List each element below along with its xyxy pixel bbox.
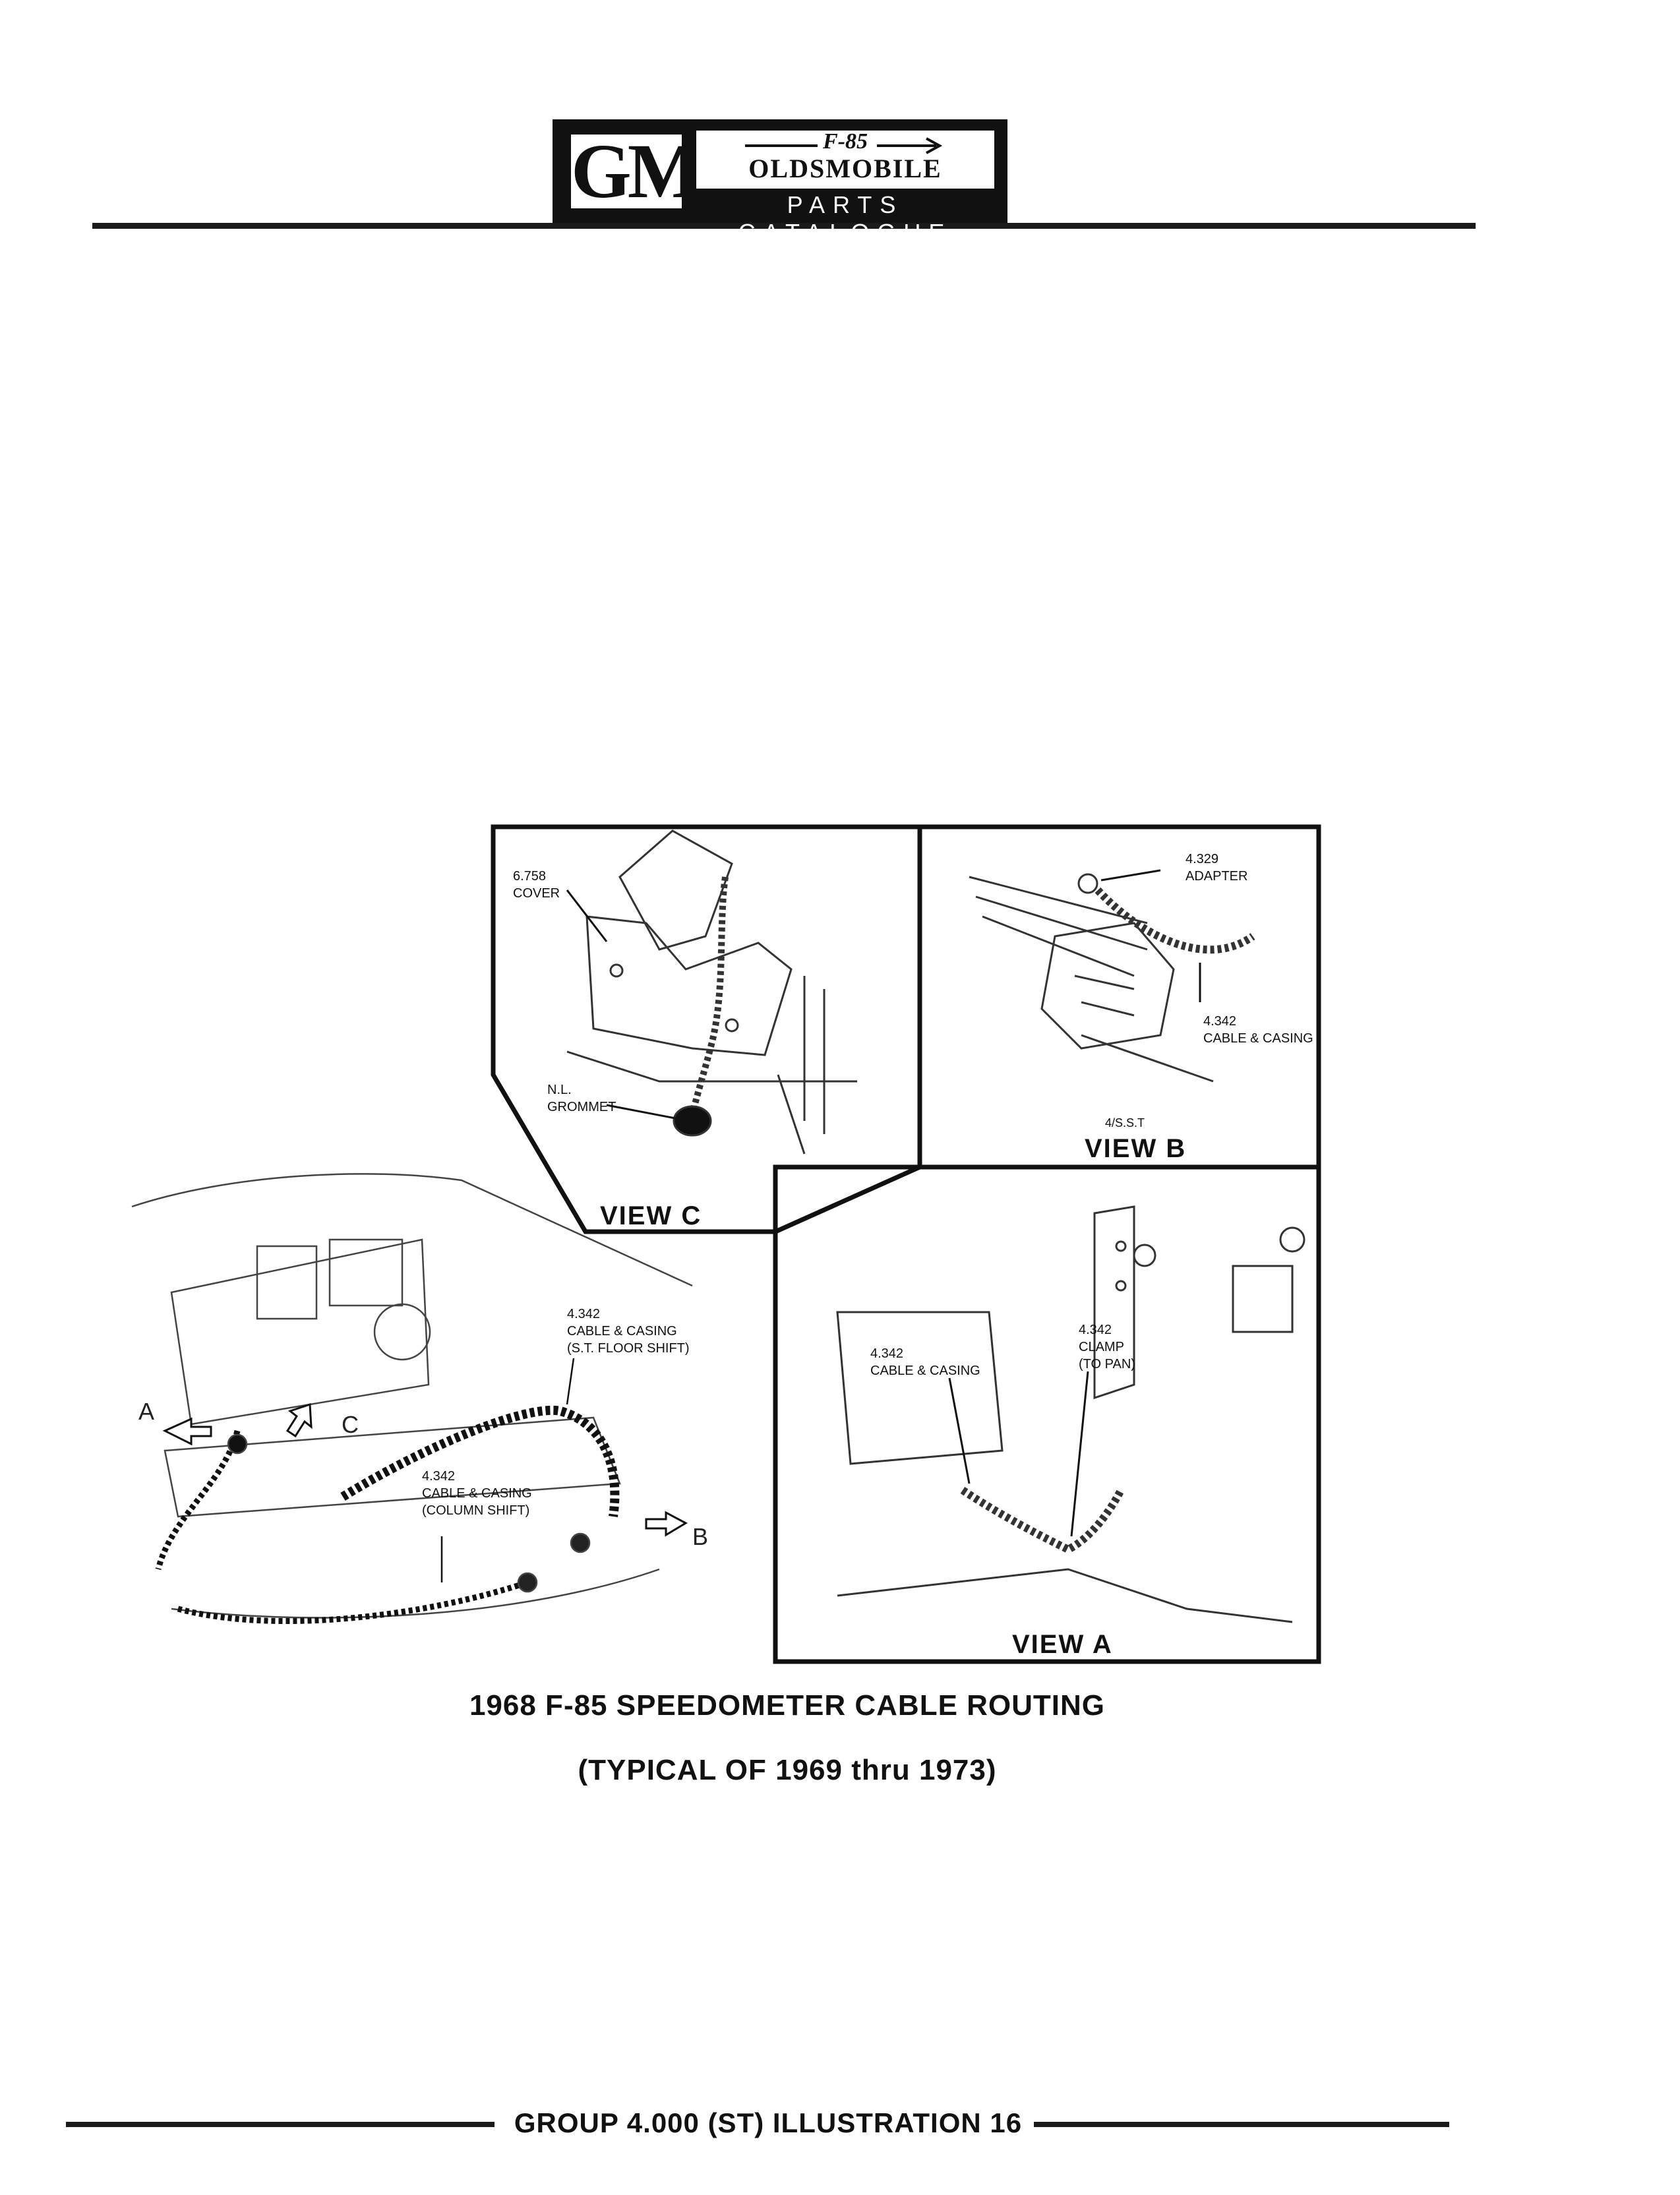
cover-callout: 6.758 COVER <box>513 869 560 901</box>
view-c-label: VIEW C <box>600 1201 702 1230</box>
catalogue-title: PARTS CATALOGUE <box>738 191 953 246</box>
floor-shift-callout: 4.342 CABLE & CASING (S.T. FLOOR SHIFT) <box>567 1307 690 1356</box>
view-b-marker: B <box>692 1523 709 1550</box>
view-c-frame <box>491 824 922 1234</box>
figure-subtitle: (TYPICAL OF 1969 thru 1973) <box>0 1754 1680 1787</box>
brand-panel <box>696 131 994 189</box>
view-a-frame <box>773 1164 1321 1664</box>
footer-reference: GROUP 4.000 (ST) ILLUSTRATION 16 <box>514 2107 1023 2138</box>
view-b-sublabel: 4/S.S.T <box>1105 1116 1145 1129</box>
footer-rule-left <box>66 2122 495 2127</box>
view-a-cable-callout: 4.342 CABLE & CASING <box>870 1346 980 1378</box>
view-b-drawing <box>969 869 1255 1083</box>
figure-title: 1968 F-85 SPEEDOMETER CABLE ROUTING <box>0 1689 1680 1722</box>
arrow-icon <box>745 137 943 154</box>
grommet-callout: N.L. GROMMET <box>547 1083 616 1114</box>
view-b-label: VIEW B <box>1085 1134 1187 1163</box>
clamp-callout: 4.342 CLAMP (TO PAN) <box>1079 1323 1135 1371</box>
view-a-marker: A <box>138 1398 155 1425</box>
brand-name: OLDSMOBILE <box>748 154 942 183</box>
footer-rule-right <box>1034 2122 1449 2127</box>
view-c-marker: C <box>342 1411 359 1438</box>
brand-model: F-85 <box>823 129 868 154</box>
view-c-drawing <box>566 829 857 1155</box>
view-a-label: VIEW A <box>1012 1630 1113 1659</box>
main-drawing <box>131 1173 693 1625</box>
header-rule <box>92 223 1476 229</box>
view-a-drawing <box>836 1205 1305 1623</box>
figure-title-text: 1968 F-85 SPEEDOMETER CABLE ROUTING <box>469 1689 1106 1722</box>
column-shift-callout: 4.342 CABLE & CASING (COLUMN SHIFT) <box>422 1469 532 1518</box>
view-b-cable-callout: 4.342 CABLE & CASING <box>1203 1014 1313 1046</box>
gm-logo-mark: GM <box>567 131 701 212</box>
adapter-callout: 4.329 ADAPTER <box>1185 852 1248 884</box>
figure-subtitle-text: (TYPICAL OF 1969 thru 1973) <box>578 1754 997 1786</box>
